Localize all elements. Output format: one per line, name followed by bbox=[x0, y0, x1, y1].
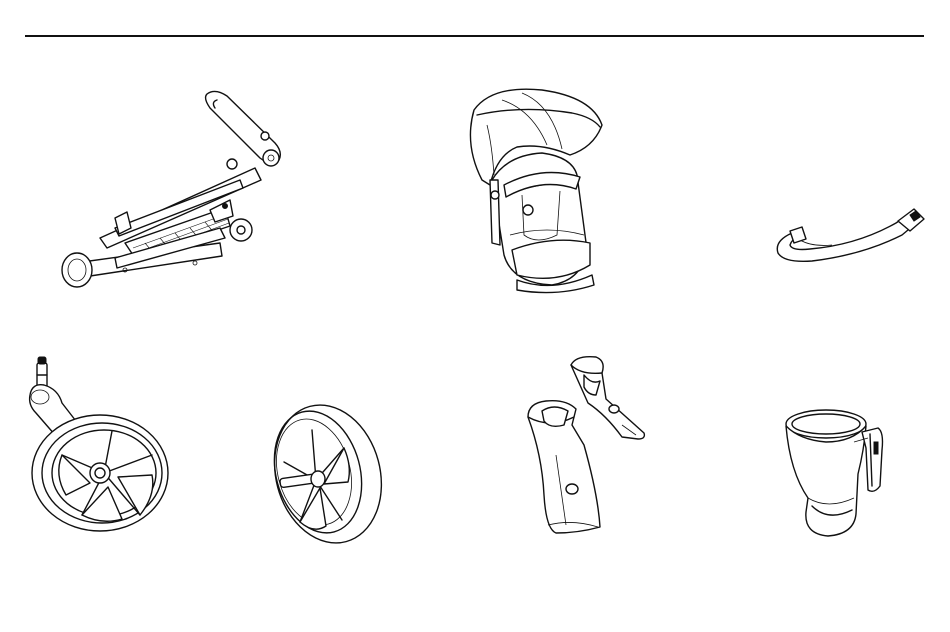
bumper-bar-illustration bbox=[772, 205, 927, 265]
front-wheel-illustration bbox=[22, 355, 170, 535]
header-rule bbox=[25, 35, 924, 37]
cup-holder-illustration bbox=[782, 402, 894, 538]
stroller-seat-illustration bbox=[462, 85, 610, 295]
stroller-frame-illustration bbox=[55, 88, 290, 293]
rear-wheel-illustration bbox=[264, 402, 384, 550]
car-seat-adapters-illustration bbox=[526, 355, 651, 540]
